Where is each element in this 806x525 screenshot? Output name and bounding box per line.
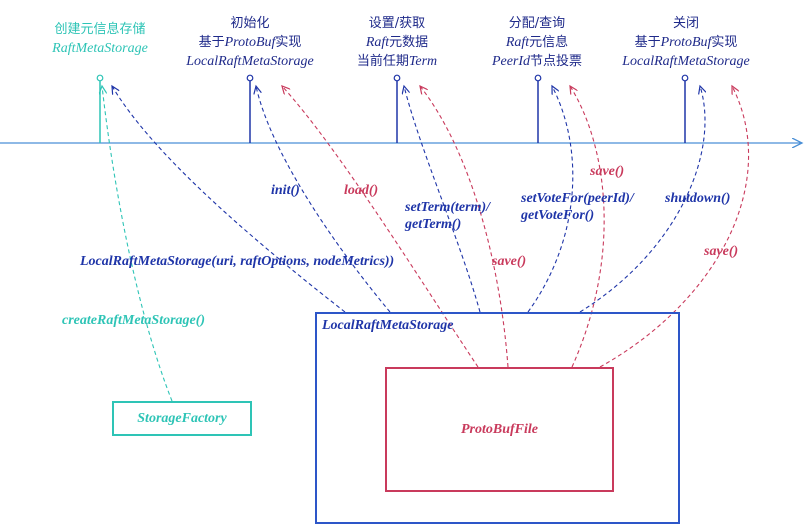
header-shutdown: 关闭 基于ProtoBuf实现 LocalRaftMetaStorage — [604, 14, 768, 71]
label-term-1: setTerm(term)/ — [405, 200, 491, 215]
stem-shutdown-dot — [681, 74, 689, 82]
header-init-it: ProtoBuf — [224, 35, 276, 50]
stem-vote-dot — [534, 74, 542, 82]
header-init-title: 初始化 — [230, 16, 270, 31]
stem-init-dot — [246, 74, 254, 82]
header-shutdown-pre: 基于 — [634, 35, 661, 50]
arrow-init — [256, 86, 391, 313]
label-create: createRaftMetaStorage() — [62, 313, 206, 328]
arrow-shutdown — [579, 86, 705, 313]
storage-factory-title: StorageFactory — [137, 410, 227, 426]
label-save-2: save() — [590, 164, 625, 179]
header-term-line2: Raft元数据 — [330, 33, 464, 52]
header-init: 初始化 基于ProtoBuf实现 LocalRaftMetaStorage — [168, 14, 332, 71]
arrow-constructor — [112, 86, 346, 313]
header-init-line2: 基于ProtoBuf实现 — [168, 33, 332, 52]
label-init: init() — [271, 183, 300, 198]
stem-create-dot — [96, 74, 104, 82]
label-constructor: LocalRaftMetaStorage(uri, raftOptions, n… — [80, 254, 395, 269]
header-shutdown-post: 实现 — [711, 35, 738, 50]
arrow-save-3 — [599, 86, 750, 368]
arrow-create — [102, 86, 173, 402]
arrow-vote — [527, 86, 574, 313]
label-shutdown: shutdown() — [665, 191, 731, 206]
header-vote-post3: 节点投票 — [530, 54, 583, 69]
label-load: load() — [344, 183, 379, 198]
header-init-pre: 基于 — [198, 35, 225, 50]
header-term-it3: Term — [408, 54, 438, 69]
local-raft-meta-storage-box: LocalRaftMetaStorage — [315, 312, 680, 524]
label-save-3: save() — [704, 244, 739, 259]
label-vote-2: getVoteFor() — [521, 208, 595, 223]
header-init-post: 实现 — [275, 35, 302, 50]
protobuf-file-box: ProtoBufFile — [385, 367, 614, 492]
header-vote-it3: PeerId — [491, 54, 531, 69]
label-save-1: save() — [492, 254, 527, 269]
arrow-save-2 — [570, 86, 605, 368]
label-term-2: getTerm() — [405, 217, 462, 232]
local-raft-meta-storage-title: LocalRaftMetaStorage — [322, 318, 454, 333]
header-term-title: 设置/获取 — [368, 16, 426, 31]
header-vote-line2: Raft元信息 — [470, 33, 604, 52]
header-create: 创建元信息存储 RaftMetaStorage — [30, 20, 170, 58]
arrow-load — [282, 86, 479, 368]
protobuf-file-title: ProtoBufFile — [460, 421, 538, 437]
header-shutdown-it: ProtoBuf — [660, 35, 712, 50]
header-vote: 分配/查询 Raft元信息 PeerId节点投票 — [470, 14, 604, 71]
storage-factory-box: StorageFactory — [112, 401, 252, 436]
header-term-it: Raft — [365, 35, 390, 50]
timeline-stems — [96, 74, 689, 143]
header-shutdown-line3: LocalRaftMetaStorage — [622, 54, 750, 69]
header-term-line3: 当前任期Term — [330, 52, 464, 71]
header-term-pre3: 当前任期 — [356, 54, 409, 69]
header-init-line3: LocalRaftMetaStorage — [186, 54, 314, 69]
header-vote-it: Raft — [505, 35, 530, 50]
header-create-title: 创建元信息存储 — [54, 22, 146, 37]
header-create-subtitle: RaftMetaStorage — [52, 41, 148, 56]
arrow-term — [404, 86, 481, 313]
header-vote-title: 分配/查询 — [508, 16, 566, 31]
header-vote-post: 元信息 — [529, 35, 569, 50]
label-vote-1: setVoteFor(peerId)/ — [521, 191, 634, 206]
header-vote-line3: PeerId节点投票 — [470, 52, 604, 71]
header-shutdown-line2: 基于ProtoBuf实现 — [604, 33, 768, 52]
header-shutdown-title: 关闭 — [672, 16, 699, 31]
header-term: 设置/获取 Raft元数据 当前任期Term — [330, 14, 464, 71]
header-term-post: 元数据 — [389, 35, 429, 50]
stem-term-dot — [393, 74, 401, 82]
